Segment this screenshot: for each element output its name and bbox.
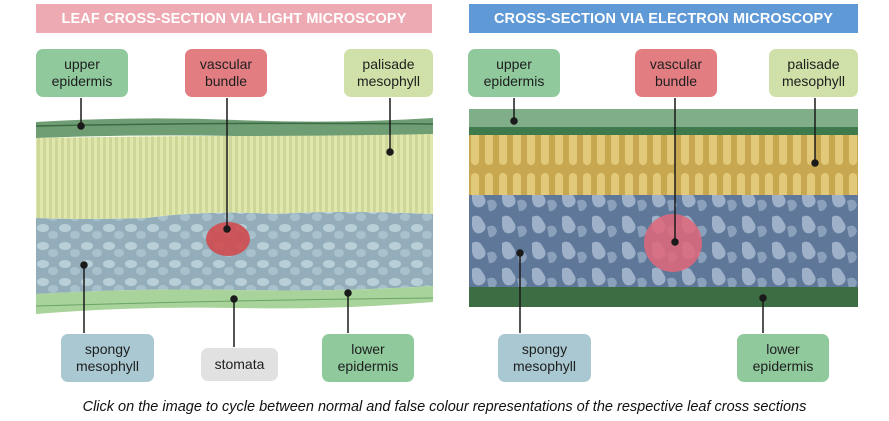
light-vascular-bundle-region bbox=[206, 222, 250, 256]
light-upper-epidermis-region bbox=[36, 118, 433, 138]
right-lower-epidermis-label: lower epidermis bbox=[737, 334, 829, 382]
left-upper-epidermis-label: upper epidermis bbox=[36, 49, 128, 97]
left-spongy-mesophyll-label: spongy mesophyll bbox=[61, 334, 154, 382]
left-lower-epidermis-label: lower epidermis bbox=[322, 334, 414, 382]
electron-lower-epidermis-region bbox=[469, 287, 858, 307]
instruction-caption: Click on the image to cycle between norm… bbox=[82, 399, 807, 415]
light-palisade-region bbox=[36, 134, 433, 219]
electron-palisade-region bbox=[469, 135, 858, 195]
left-vascular-bundle-label: vascular bundle bbox=[185, 49, 267, 97]
light-microscopy-title: LEAF CROSS-SECTION VIA LIGHT MICROSCOPY bbox=[36, 4, 432, 33]
left-palisade-mesophyll-label: palisade mesophyll bbox=[344, 49, 433, 97]
electron-micrograph[interactable] bbox=[469, 109, 858, 307]
light-micrograph[interactable] bbox=[36, 114, 433, 324]
right-upper-epidermis-label: upper epidermis bbox=[468, 49, 560, 97]
right-spongy-mesophyll-label: spongy mesophyll bbox=[498, 334, 591, 382]
right-palisade-mesophyll-label: palisade mesophyll bbox=[769, 49, 858, 97]
right-vascular-bundle-label: vascular bundle bbox=[635, 49, 717, 97]
electron-vascular-bundle-region bbox=[644, 214, 702, 272]
electron-microscopy-title: CROSS-SECTION VIA ELECTRON MICROSCOPY bbox=[469, 4, 858, 33]
left-stomata-label: stomata bbox=[201, 348, 278, 381]
